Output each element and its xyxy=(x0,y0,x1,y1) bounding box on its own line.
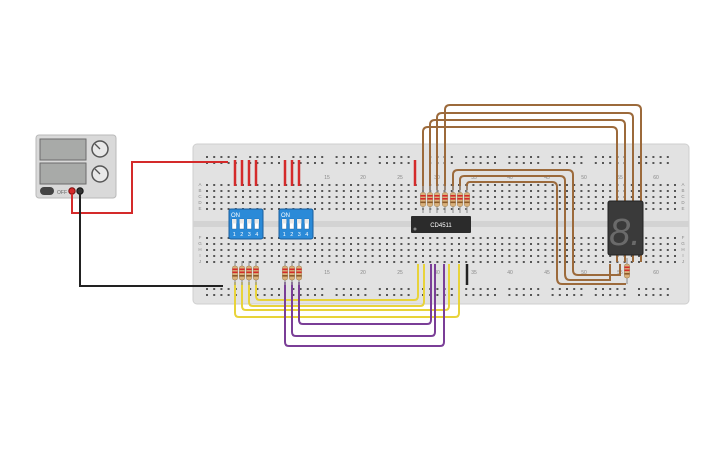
dip-switch-2-on-label: ON xyxy=(281,213,290,219)
row-letter: D xyxy=(198,200,202,205)
column-number: 15 xyxy=(324,175,330,181)
dip-position-label: 3 xyxy=(298,232,301,238)
dip-position-label: 4 xyxy=(305,232,308,238)
column-number: 45 xyxy=(544,175,550,181)
dip-position-label: 2 xyxy=(240,232,243,238)
resistor[interactable] xyxy=(624,258,630,284)
brown-output-wires[interactable] xyxy=(422,104,642,285)
resistor[interactable] xyxy=(434,186,440,213)
power-switch-label: OFF xyxy=(57,190,67,196)
column-number: 35 xyxy=(471,175,477,181)
row-letter: E xyxy=(681,206,684,211)
row-letter: C xyxy=(681,194,685,199)
column-number: 25 xyxy=(397,270,403,276)
column-number: 20 xyxy=(360,270,366,276)
row-letter: H xyxy=(198,247,201,252)
resistor[interactable] xyxy=(296,261,302,285)
row-letter: A xyxy=(198,182,201,187)
ic-label: CD4511 xyxy=(430,223,452,229)
resistor[interactable] xyxy=(427,186,433,213)
yellow-input-wires[interactable] xyxy=(234,264,460,318)
dip-position-label: 2 xyxy=(290,232,293,238)
column-number: 15 xyxy=(324,270,330,276)
red-rail-jumpers[interactable] xyxy=(233,160,417,186)
column-number: 40 xyxy=(507,175,513,181)
row-letter: B xyxy=(681,188,684,193)
resistor[interactable] xyxy=(282,261,288,285)
row-letter: I xyxy=(199,253,200,258)
row-letter: J xyxy=(199,259,201,264)
dip-position-label: 3 xyxy=(248,232,251,238)
row-letter: J xyxy=(682,259,684,264)
power-switch[interactable] xyxy=(40,187,54,195)
resistor[interactable] xyxy=(253,261,259,285)
seven-segment-display[interactable]: 8. xyxy=(607,200,644,256)
row-letter: B xyxy=(198,188,201,193)
resistor[interactable] xyxy=(289,261,295,285)
column-number: 25 xyxy=(397,175,403,181)
resistor[interactable] xyxy=(457,186,463,213)
row-letter: H xyxy=(681,247,684,252)
resistor[interactable] xyxy=(464,186,470,213)
row-letter: A xyxy=(681,182,684,187)
column-number: 55 xyxy=(617,175,623,181)
negative-terminal-icon[interactable] xyxy=(76,187,84,195)
column-number: 45 xyxy=(544,270,550,276)
ic-cd4511[interactable]: CD4511 xyxy=(411,216,471,233)
row-letter: I xyxy=(682,253,683,258)
purple-input-wires[interactable] xyxy=(284,264,445,347)
dip-position-label: 1 xyxy=(283,232,286,238)
row-letter: E xyxy=(198,206,201,211)
resistor[interactable] xyxy=(420,186,426,213)
power-positive-wire[interactable] xyxy=(71,161,228,214)
power-ground-wire[interactable] xyxy=(79,194,223,287)
column-number: 20 xyxy=(360,175,366,181)
column-number: 50 xyxy=(581,175,587,181)
column-number: 30 xyxy=(434,270,440,276)
dip-position-label: 4 xyxy=(255,232,258,238)
column-number: 50 xyxy=(581,270,587,276)
display-digit: 8. xyxy=(609,212,641,254)
row-letter: C xyxy=(198,194,202,199)
resistor[interactable] xyxy=(246,261,252,285)
resistors[interactable] xyxy=(232,186,630,285)
dip-switch-1-on-label: ON xyxy=(231,213,240,219)
dip-position-label: 1 xyxy=(233,232,236,238)
resistor[interactable] xyxy=(232,261,238,285)
column-number: 60 xyxy=(653,270,659,276)
row-letter: F xyxy=(199,235,202,240)
resistor[interactable] xyxy=(442,186,448,213)
resistor[interactable] xyxy=(450,186,456,213)
column-number: 35 xyxy=(471,270,477,276)
power-supply[interactable]: OFF xyxy=(35,134,117,199)
column-number: 60 xyxy=(653,175,659,181)
positive-terminal-icon[interactable] xyxy=(68,187,76,195)
row-letter: F xyxy=(682,235,685,240)
row-letter: G xyxy=(198,241,202,246)
row-letter: D xyxy=(681,200,685,205)
row-letter: G xyxy=(681,241,685,246)
column-number: 40 xyxy=(507,270,513,276)
resistor[interactable] xyxy=(239,261,245,285)
